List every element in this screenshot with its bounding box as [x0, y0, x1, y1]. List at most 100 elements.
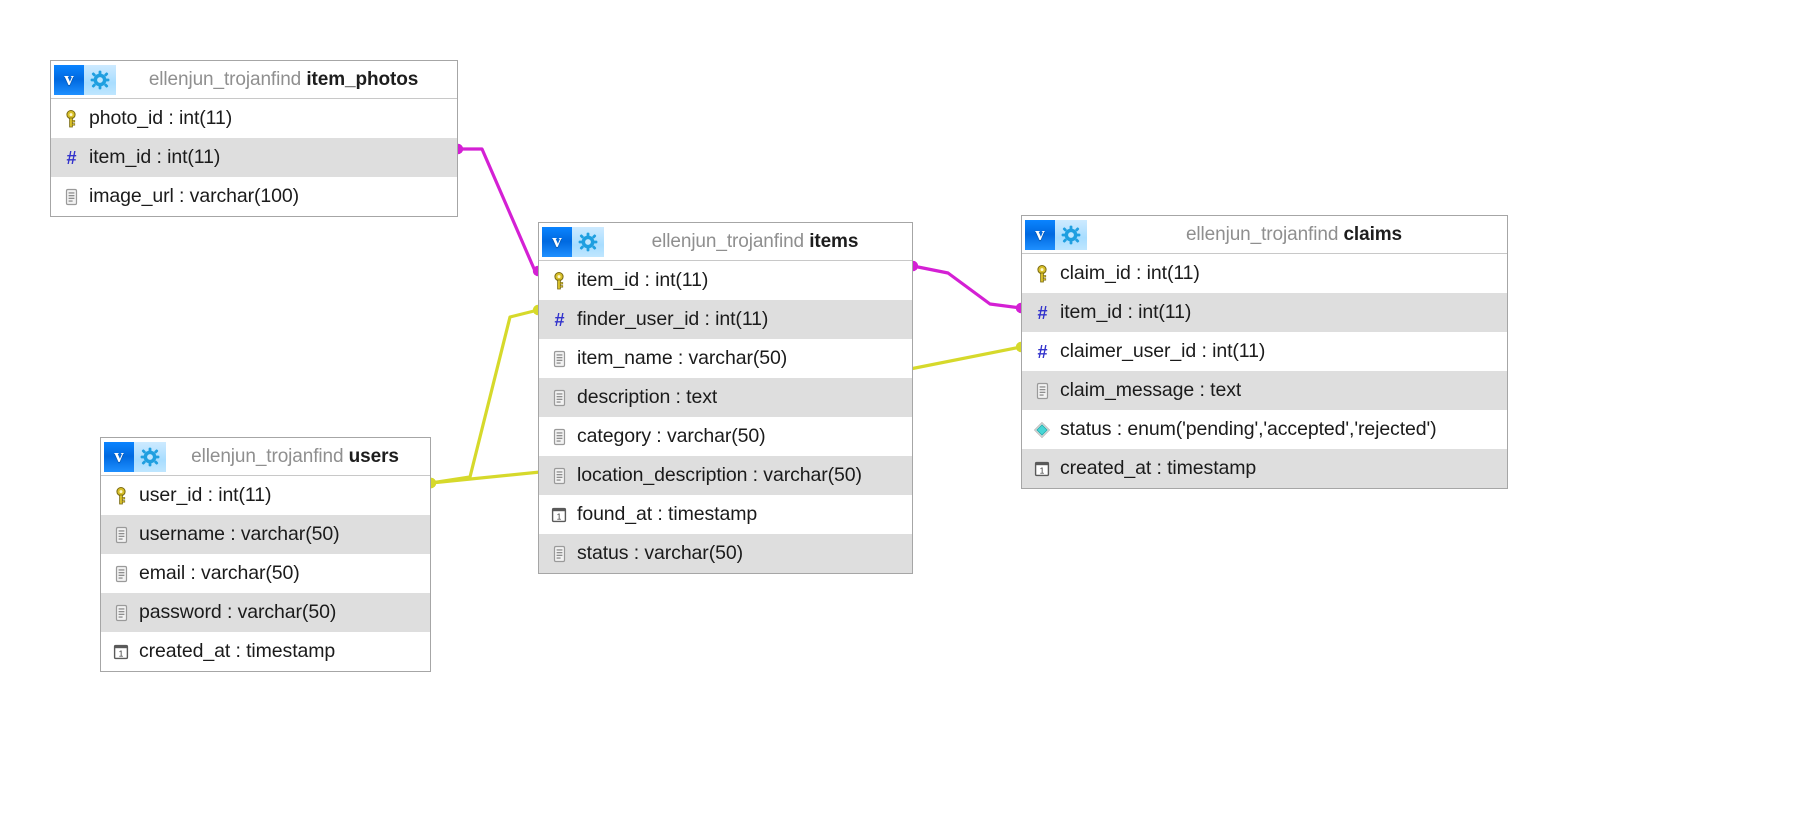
key-icon	[60, 108, 82, 130]
column-label: user_id : int(11)	[139, 484, 272, 506]
table-name: item_photos	[306, 68, 419, 90]
table-name: users	[348, 445, 399, 467]
column-label: category : varchar(50)	[577, 425, 766, 447]
calendar-icon: 1	[110, 641, 132, 663]
schema-name: ellenjun_trojanfind	[1185, 223, 1339, 245]
column-row[interactable]: # finder_user_id : int(11)	[539, 300, 912, 339]
column-label: photo_id : int(11)	[89, 107, 233, 129]
column-row[interactable]: email : varchar(50)	[101, 554, 430, 593]
column-row[interactable]: item_id : int(11)	[539, 261, 912, 300]
column-label: location_description : varchar(50)	[577, 464, 862, 486]
column-label: created_at : timestamp	[139, 640, 336, 662]
column-row[interactable]: 1 found_at : timestamp	[539, 495, 912, 534]
column-label: status : varchar(50)	[577, 542, 743, 564]
document-icon	[60, 186, 82, 208]
document-icon	[548, 387, 570, 409]
document-icon	[110, 524, 132, 546]
table-name: claims	[1343, 223, 1403, 245]
table-header-items[interactable]: v ellenjun_trojanfind items	[539, 223, 912, 261]
document-icon	[110, 602, 132, 624]
column-row[interactable]: username : varchar(50)	[101, 515, 430, 554]
hash-icon: #	[60, 147, 82, 169]
schema-name: ellenjun_trojanfind	[148, 68, 302, 90]
hash-icon: #	[1031, 341, 1053, 363]
column-label: claim_id : int(11)	[1060, 262, 1200, 284]
column-row[interactable]: # item_id : int(11)	[51, 138, 457, 177]
table-header-claims[interactable]: v ellenjun_trojanfind claims	[1022, 216, 1507, 254]
document-icon	[548, 465, 570, 487]
column-label: item_id : int(11)	[89, 146, 221, 168]
column-label: description : text	[577, 386, 718, 408]
document-icon	[1031, 380, 1053, 402]
column-row[interactable]: item_name : varchar(50)	[539, 339, 912, 378]
column-row[interactable]: claim_id : int(11)	[1022, 254, 1507, 293]
column-label: claimer_user_id : int(11)	[1060, 340, 1266, 362]
column-label: image_url : varchar(100)	[89, 185, 300, 207]
column-row[interactable]: 1 created_at : timestamp	[1022, 449, 1507, 488]
table-box-items[interactable]: v ellenjun_trojanfind items item_id : int(…	[538, 222, 913, 574]
table-header-users[interactable]: v ellenjun_trojanfind users	[101, 438, 430, 476]
schema-name: ellenjun_trojanfind	[191, 445, 344, 467]
column-label: created_at : timestamp	[1060, 457, 1257, 479]
table-title-items: ellenjun_trojanfind items	[604, 231, 902, 253]
svg-text:#: #	[66, 149, 76, 167]
document-icon	[548, 426, 570, 448]
table-title-claims: ellenjun_trojanfind claims	[1087, 224, 1497, 246]
svg-text:1: 1	[557, 511, 562, 521]
table-box-users[interactable]: v ellenjun_trojanfind users user_id : int(…	[100, 437, 431, 672]
column-label: finder_user_id : int(11)	[577, 308, 769, 330]
table-box-claims[interactable]: v ellenjun_trojanfind claims claim_id : in…	[1021, 215, 1508, 489]
view-toggle-icon[interactable]: v	[1025, 219, 1055, 250]
gear-icon[interactable]	[84, 64, 116, 95]
column-row[interactable]: # claimer_user_id : int(11)	[1022, 332, 1507, 371]
column-row[interactable]: # item_id : int(11)	[1022, 293, 1507, 332]
column-row[interactable]: location_description : varchar(50)	[539, 456, 912, 495]
column-row[interactable]: photo_id : int(11)	[51, 99, 457, 138]
document-icon	[548, 348, 570, 370]
table-title-item_photos: ellenjun_trojanfind item_photos	[116, 69, 447, 91]
table-box-item_photos[interactable]: v ellenjun_trojanfind item_photos photo_id…	[50, 60, 458, 217]
key-icon	[1031, 263, 1053, 285]
hash-icon: #	[1031, 302, 1053, 324]
relation-line-items-claims	[911, 264, 1023, 310]
table-header-item_photos[interactable]: v ellenjun_trojanfind item_photos	[51, 61, 457, 99]
column-label: found_at : timestamp	[577, 503, 758, 525]
relation-line-users-items	[429, 308, 540, 485]
column-label: item_id : int(11)	[577, 269, 709, 291]
view-toggle-icon[interactable]: v	[104, 441, 134, 472]
calendar-icon: 1	[548, 504, 570, 526]
document-icon	[548, 543, 570, 565]
column-row[interactable]: user_id : int(11)	[101, 476, 430, 515]
column-label: email : varchar(50)	[139, 562, 300, 584]
column-label: status : enum('pending','accepted','reje…	[1060, 418, 1437, 440]
column-row[interactable]: status : enum('pending','accepted','reje…	[1022, 410, 1507, 449]
document-icon	[110, 563, 132, 585]
diamond-icon	[1031, 419, 1053, 441]
view-toggle-icon[interactable]: v	[54, 64, 84, 95]
column-row[interactable]: 1 created_at : timestamp	[101, 632, 430, 671]
column-label: username : varchar(50)	[139, 523, 340, 545]
calendar-icon: 1	[1031, 458, 1053, 480]
table-title-users: ellenjun_trojanfind users	[166, 446, 420, 468]
key-icon	[548, 270, 570, 292]
column-row[interactable]: claim_message : text	[1022, 371, 1507, 410]
svg-text:#: #	[554, 311, 564, 329]
table-name: items	[809, 230, 859, 252]
gear-icon[interactable]	[572, 226, 604, 257]
svg-text:1: 1	[119, 648, 124, 658]
column-row[interactable]: image_url : varchar(100)	[51, 177, 457, 216]
column-label: item_id : int(11)	[1060, 301, 1192, 323]
column-row[interactable]: status : varchar(50)	[539, 534, 912, 573]
svg-text:1: 1	[1040, 465, 1045, 475]
svg-text:#: #	[1037, 343, 1047, 361]
schema-name: ellenjun_trojanfind	[651, 230, 804, 252]
column-label: item_name : varchar(50)	[577, 347, 788, 369]
column-row[interactable]: password : varchar(50)	[101, 593, 430, 632]
view-toggle-icon[interactable]: v	[542, 226, 572, 257]
column-row[interactable]: description : text	[539, 378, 912, 417]
column-row[interactable]: category : varchar(50)	[539, 417, 912, 456]
column-label: password : varchar(50)	[139, 601, 337, 623]
gear-icon[interactable]	[134, 441, 166, 472]
gear-icon[interactable]	[1055, 219, 1087, 250]
